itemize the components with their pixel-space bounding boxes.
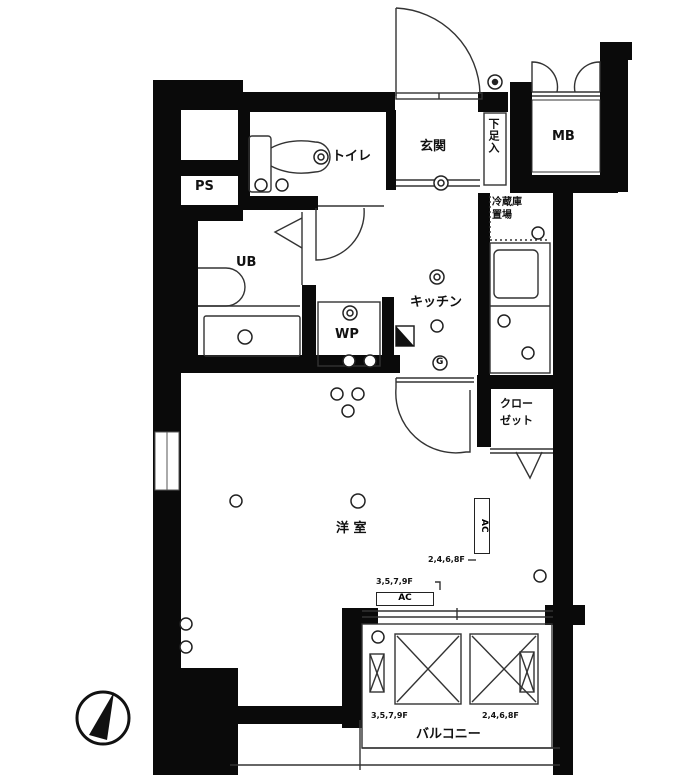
closet-label-line1: クロー (500, 397, 533, 410)
burner-icon (521, 346, 535, 360)
outlet-icon (229, 494, 243, 508)
air-conditioner-room: AC (474, 498, 490, 554)
gas-icon (432, 355, 448, 371)
balcony-floor-note-left: 3,5,7,9F (371, 711, 408, 720)
thin-lines (198, 7, 601, 770)
fixture-symbols (179, 74, 547, 654)
outlet-icon (363, 354, 377, 368)
outlet-icon (531, 226, 545, 240)
windows (154, 431, 180, 491)
switch-icon (330, 387, 344, 401)
room-label-fridge-space: 冷蔵庫 置場 (492, 198, 522, 221)
outlet-icon (179, 617, 193, 631)
outlet-icon (254, 178, 268, 192)
walls (153, 42, 632, 775)
phone-outlet-icon (341, 404, 355, 418)
ac-floor-note-top: 3,5,7,9F (376, 577, 413, 586)
closet-label-line2: ゼット (500, 414, 533, 427)
ac-floor-note-room: 2,4,6,8F (428, 555, 465, 564)
room-label-shoe-closet: 下足入 (487, 118, 500, 154)
air-conditioner-balcony-side: AC (376, 592, 434, 606)
room-label-toilet: トイレ (332, 149, 372, 164)
burner-icon (497, 314, 511, 328)
outlet-icon (533, 569, 547, 583)
room-label-pipe-space: PS (195, 179, 214, 194)
room-label-western-room: 洋 室 (336, 521, 367, 536)
fridge-label-line2: 置場 (492, 210, 512, 221)
room-label-kitchen: キッチン (410, 295, 463, 310)
room-label-unit-bath: UB (236, 255, 257, 270)
outlet-icon (371, 630, 385, 644)
room-label-washer-pan: WP (335, 327, 359, 342)
fridge-label-line1: 冷蔵庫 (492, 197, 522, 208)
room-label-meter-box: MB (552, 129, 575, 144)
room-label-closet: クロー ゼット (500, 398, 533, 426)
tv-outlet-icon (351, 387, 365, 401)
room-label-entrance: 玄関 (420, 139, 447, 154)
fan-icon (275, 178, 289, 192)
outlet-icon (179, 640, 193, 654)
fan-icon (237, 329, 253, 345)
north-arrow-icon (75, 690, 131, 746)
room-label-balcony: バルコニー (416, 727, 481, 742)
kitchen-misc (395, 325, 415, 347)
gas-symbol-label: G (436, 357, 444, 367)
outlet-icon (430, 319, 444, 333)
ceiling-light-icon (350, 493, 366, 509)
balcony-floor-note-right: 2,4,6,8F (482, 711, 519, 720)
outlet-icon (342, 354, 356, 368)
